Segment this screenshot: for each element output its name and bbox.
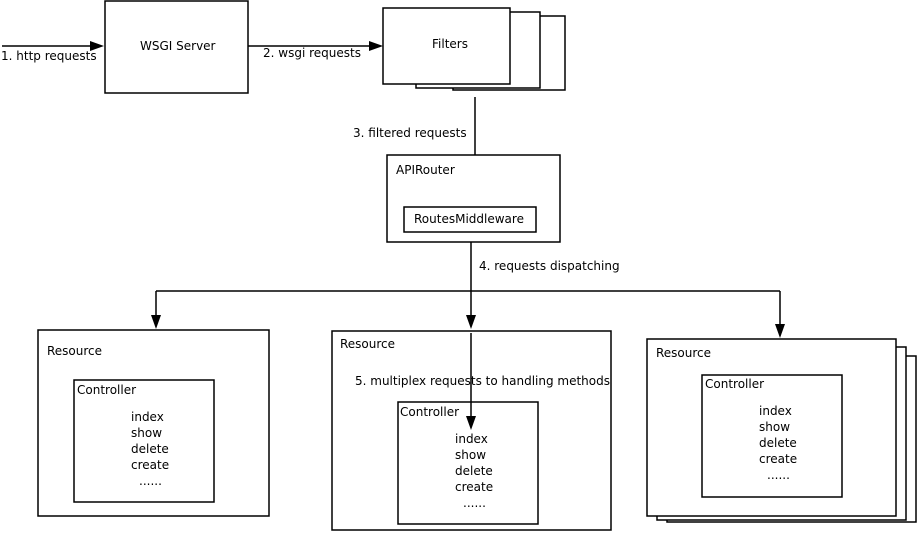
filters-box bbox=[382, 7, 511, 85]
method-create: create bbox=[759, 452, 797, 466]
routes-middleware-label: RoutesMiddleware bbox=[414, 212, 524, 226]
controller-right-label: Controller bbox=[705, 377, 764, 391]
method-ellipsis: ...... bbox=[139, 474, 162, 488]
dispatch-middle-arrowhead bbox=[466, 315, 476, 329]
step-1-label: 1. http requests bbox=[1, 49, 97, 63]
multiplex-arrowhead bbox=[466, 416, 476, 430]
method-delete: delete bbox=[455, 464, 493, 478]
controller-right-box bbox=[701, 374, 843, 498]
method-show: show bbox=[131, 426, 162, 440]
method-ellipsis: ...... bbox=[463, 496, 486, 510]
resource-right-label: Resource bbox=[656, 346, 711, 360]
controller-middle-box bbox=[397, 401, 539, 525]
method-delete: delete bbox=[759, 436, 797, 450]
step-5-label: 5. multiplex requests to handling method… bbox=[355, 374, 610, 388]
step-3-label: 3. filtered requests bbox=[353, 126, 467, 140]
dispatch-left-arrowhead bbox=[151, 315, 161, 329]
method-create: create bbox=[131, 458, 169, 472]
controller-middle-label: Controller bbox=[400, 405, 459, 419]
dispatch-right-arrowhead bbox=[775, 324, 785, 338]
method-index: index bbox=[455, 432, 488, 446]
step-2-label: 2. wsgi requests bbox=[263, 46, 361, 60]
controller-left-box bbox=[73, 379, 215, 503]
routes-middleware-box bbox=[403, 206, 537, 233]
method-ellipsis: ...... bbox=[767, 468, 790, 482]
step-4-label: 4. requests dispatching bbox=[479, 259, 620, 273]
method-show: show bbox=[455, 448, 486, 462]
method-show: show bbox=[759, 420, 790, 434]
wsgi-server-label: WSGI Server bbox=[140, 39, 216, 53]
method-index: index bbox=[131, 410, 164, 424]
filters-label: Filters bbox=[432, 37, 468, 51]
method-delete: delete bbox=[131, 442, 169, 456]
api-router-label: APIRouter bbox=[396, 163, 455, 177]
http-request-arrowhead bbox=[90, 41, 104, 51]
method-create: create bbox=[455, 480, 493, 494]
resource-left-label: Resource bbox=[47, 344, 102, 358]
wsgi-server-box bbox=[104, 0, 249, 94]
resource-middle-label: Resource bbox=[340, 337, 395, 351]
controller-left-label: Controller bbox=[77, 383, 136, 397]
wsgi-request-arrowhead bbox=[369, 41, 383, 51]
method-index: index bbox=[759, 404, 792, 418]
